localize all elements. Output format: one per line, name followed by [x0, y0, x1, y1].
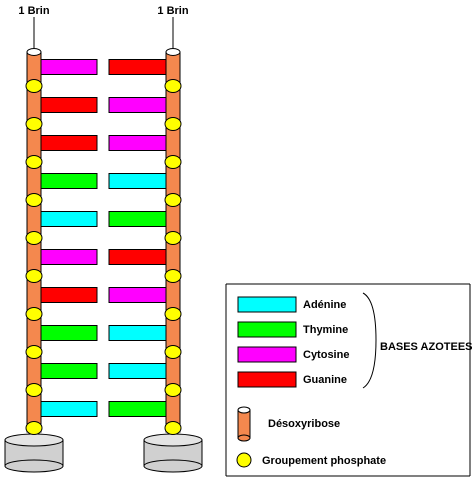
base-right-1	[108, 97, 167, 113]
phosphate-left-5	[25, 269, 43, 283]
base-left-4	[40, 211, 98, 227]
base-left-3	[40, 173, 98, 189]
base-right-4	[108, 211, 167, 227]
phosphate-left-2	[25, 155, 43, 169]
legend-label-guanine: Guanine	[303, 374, 347, 386]
phosphate-right-8	[164, 383, 182, 397]
legend-label-adenine: Adénine	[303, 299, 346, 311]
base-left-8	[40, 363, 98, 379]
base-left-2	[40, 135, 98, 151]
phosphate-left-1	[25, 117, 43, 131]
phosphate-right-6	[164, 307, 182, 321]
phosphate-left-7	[25, 345, 43, 359]
legend-label-phosphate: Groupement phosphate	[262, 455, 386, 467]
deoxyribose-cap-right	[165, 48, 181, 56]
phosphate-left-3	[25, 193, 43, 207]
base-right-2	[108, 135, 167, 151]
base-right-8	[108, 363, 167, 379]
strand-label-right: 1 Brin	[157, 5, 188, 17]
phosphate-right-0	[164, 79, 182, 93]
legend: Adénine Thymine Cytosine Guanine BASES A…	[225, 283, 473, 477]
base-left-0	[40, 59, 98, 75]
legend-phosphate-icon	[236, 452, 252, 468]
phosphate-right-4	[164, 231, 182, 245]
phosphate-right-9	[164, 421, 182, 435]
legend-swatch-guanine	[237, 371, 297, 388]
base-right-6	[108, 287, 167, 303]
strand-label-left: 1 Brin	[18, 5, 49, 17]
base-right-5	[108, 249, 167, 265]
phosphate-right-3	[164, 193, 182, 207]
base-pairs	[40, 59, 167, 417]
legend-brace	[362, 292, 377, 389]
base-left-7	[40, 325, 98, 341]
base-right-9	[108, 401, 167, 417]
strand-left-backbone	[25, 48, 43, 435]
legend-label-deoxyribose: Désoxyribose	[268, 418, 340, 430]
legend-label-thymine: Thymine	[303, 324, 348, 336]
phosphate-left-9	[25, 421, 43, 435]
base-right-0	[108, 59, 167, 75]
legend-label-cytosine: Cytosine	[303, 349, 349, 361]
legend-swatch-thymine	[237, 321, 297, 338]
legend-group-label: BASES AZOTEES	[380, 341, 473, 353]
base-right-7	[108, 325, 167, 341]
phosphate-right-2	[164, 155, 182, 169]
base-left-9	[40, 401, 98, 417]
legend-swatch-adenine	[237, 296, 297, 313]
phosphate-right-1	[164, 117, 182, 131]
phosphate-left-0	[25, 79, 43, 93]
phosphate-left-6	[25, 307, 43, 321]
base-left-6	[40, 287, 98, 303]
pedestal-left	[4, 433, 64, 473]
base-left-1	[40, 97, 98, 113]
legend-deoxyribose-icon	[237, 406, 251, 442]
phosphate-right-7	[164, 345, 182, 359]
strand-right-backbone	[164, 48, 182, 435]
phosphate-right-5	[164, 269, 182, 283]
deoxyribose-cap-left	[26, 48, 42, 56]
pedestal-right	[143, 433, 203, 473]
phosphate-left-4	[25, 231, 43, 245]
legend-swatch-cytosine	[237, 346, 297, 363]
base-left-5	[40, 249, 98, 265]
phosphate-left-8	[25, 383, 43, 397]
base-right-3	[108, 173, 167, 189]
